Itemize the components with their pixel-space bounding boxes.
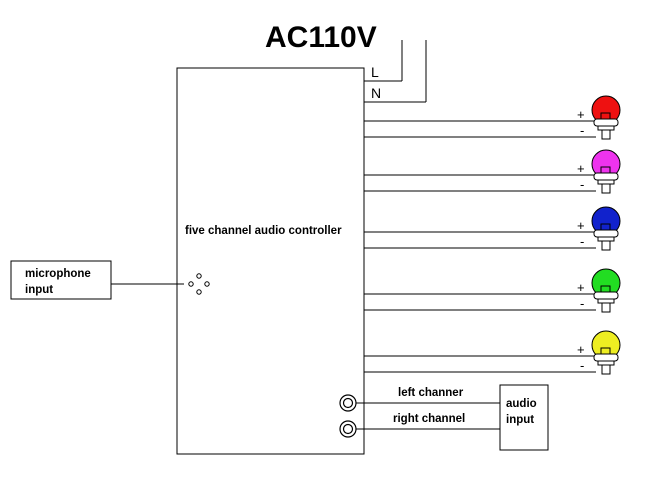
right-channel-label: right channel <box>393 413 465 425</box>
channel-3: +- <box>364 206 621 251</box>
microphone-label-line1: microphone <box>25 268 91 280</box>
light-bulb-icon <box>591 268 621 313</box>
channel-plus-label: + <box>577 342 585 357</box>
controller-box <box>176 67 365 455</box>
channel-4: +- <box>364 268 621 313</box>
light-bulb-icon <box>591 149 621 194</box>
controller-label: five channel audio controller <box>185 225 342 237</box>
channel-minus-label: - <box>580 358 584 373</box>
neutral-label: N <box>371 85 381 101</box>
channel-plus-label: + <box>577 161 585 176</box>
channel-plus-label: + <box>577 107 585 122</box>
channel-minus-label: - <box>580 234 584 249</box>
light-bulb-icon <box>591 206 621 251</box>
channel-minus-label: - <box>580 123 584 138</box>
light-bulb-icon <box>591 95 621 140</box>
audio-input-label-line2: input <box>506 414 534 426</box>
light-bulb-icon <box>591 330 621 375</box>
microphone-input-box <box>10 260 112 300</box>
channel-minus-label: - <box>580 177 584 192</box>
left-channel-label: left channer <box>398 387 464 399</box>
right-jack-icon <box>339 420 357 438</box>
channel-outputs: +-+-+-+-+- <box>364 95 621 375</box>
audio-input-box <box>499 384 549 451</box>
live-label: L <box>371 64 379 80</box>
audio-input-label-line1: audio <box>506 398 537 410</box>
channel-minus-label: - <box>580 296 584 311</box>
channel-plus-label: + <box>577 218 585 233</box>
left-jack-icon <box>339 394 357 412</box>
power-title: AC110V <box>265 21 377 54</box>
channel-plus-label: + <box>577 280 585 295</box>
microphone-port-icon <box>188 273 210 295</box>
channel-5: +- <box>364 330 621 375</box>
microphone-label-line2: input <box>25 284 53 296</box>
channel-2: +- <box>364 149 621 194</box>
channel-1: +- <box>364 95 621 140</box>
